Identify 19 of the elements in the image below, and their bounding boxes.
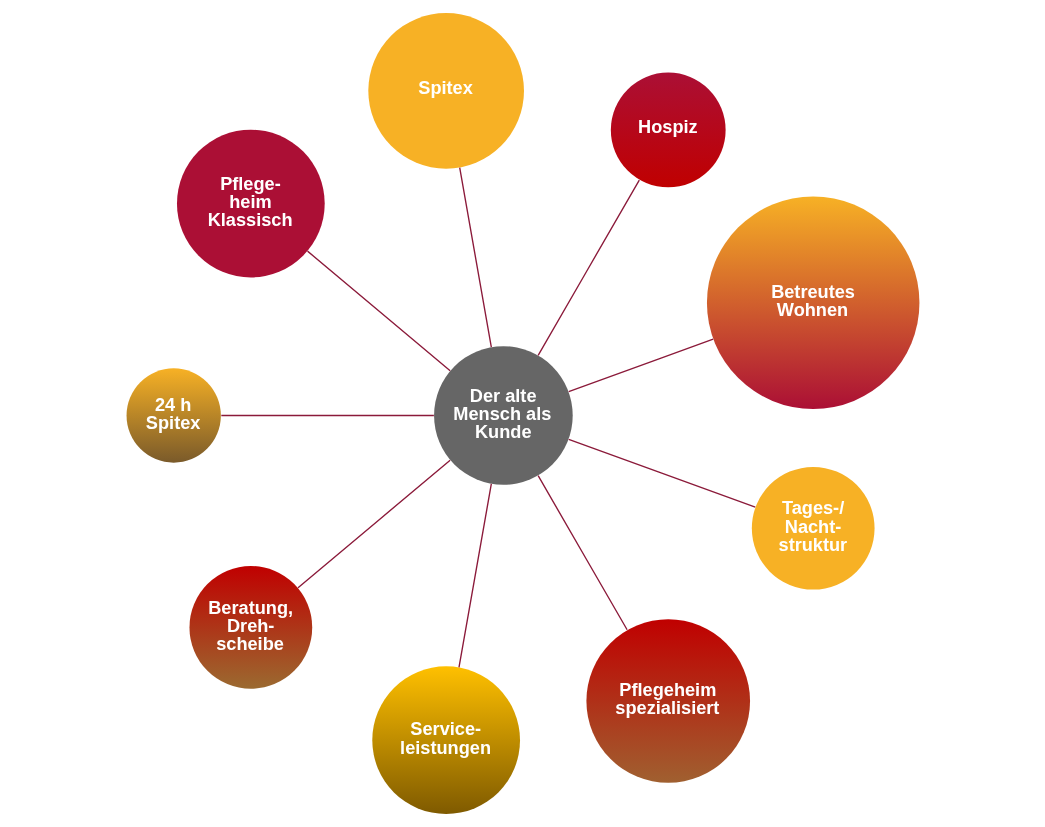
node-circle: Service- leistungen — [371, 666, 520, 815]
node-circle: Der alte Mensch als Kunde — [433, 346, 573, 485]
node-circle: Pflegeheim spezialisiert — [585, 619, 750, 783]
connector — [458, 167, 492, 348]
connector — [220, 414, 435, 417]
connector — [306, 250, 451, 372]
node-circle: Beratung, Dreh- scheibe — [188, 566, 312, 689]
node-circle: Spitex — [367, 12, 524, 169]
connector — [567, 438, 756, 508]
connector — [457, 483, 492, 668]
node-circle: Hospiz — [610, 72, 726, 188]
node-circle: Betreutes Wohnen — [706, 196, 919, 409]
connector — [536, 179, 640, 356]
node-circle: Tages-/ Nacht- struktur — [751, 466, 875, 590]
connector — [296, 459, 451, 589]
node-circle: Pflege- heim Klassisch — [176, 129, 325, 278]
connector — [536, 475, 628, 631]
connector — [567, 338, 714, 393]
node-circle: 24 h Spitex — [126, 368, 221, 463]
